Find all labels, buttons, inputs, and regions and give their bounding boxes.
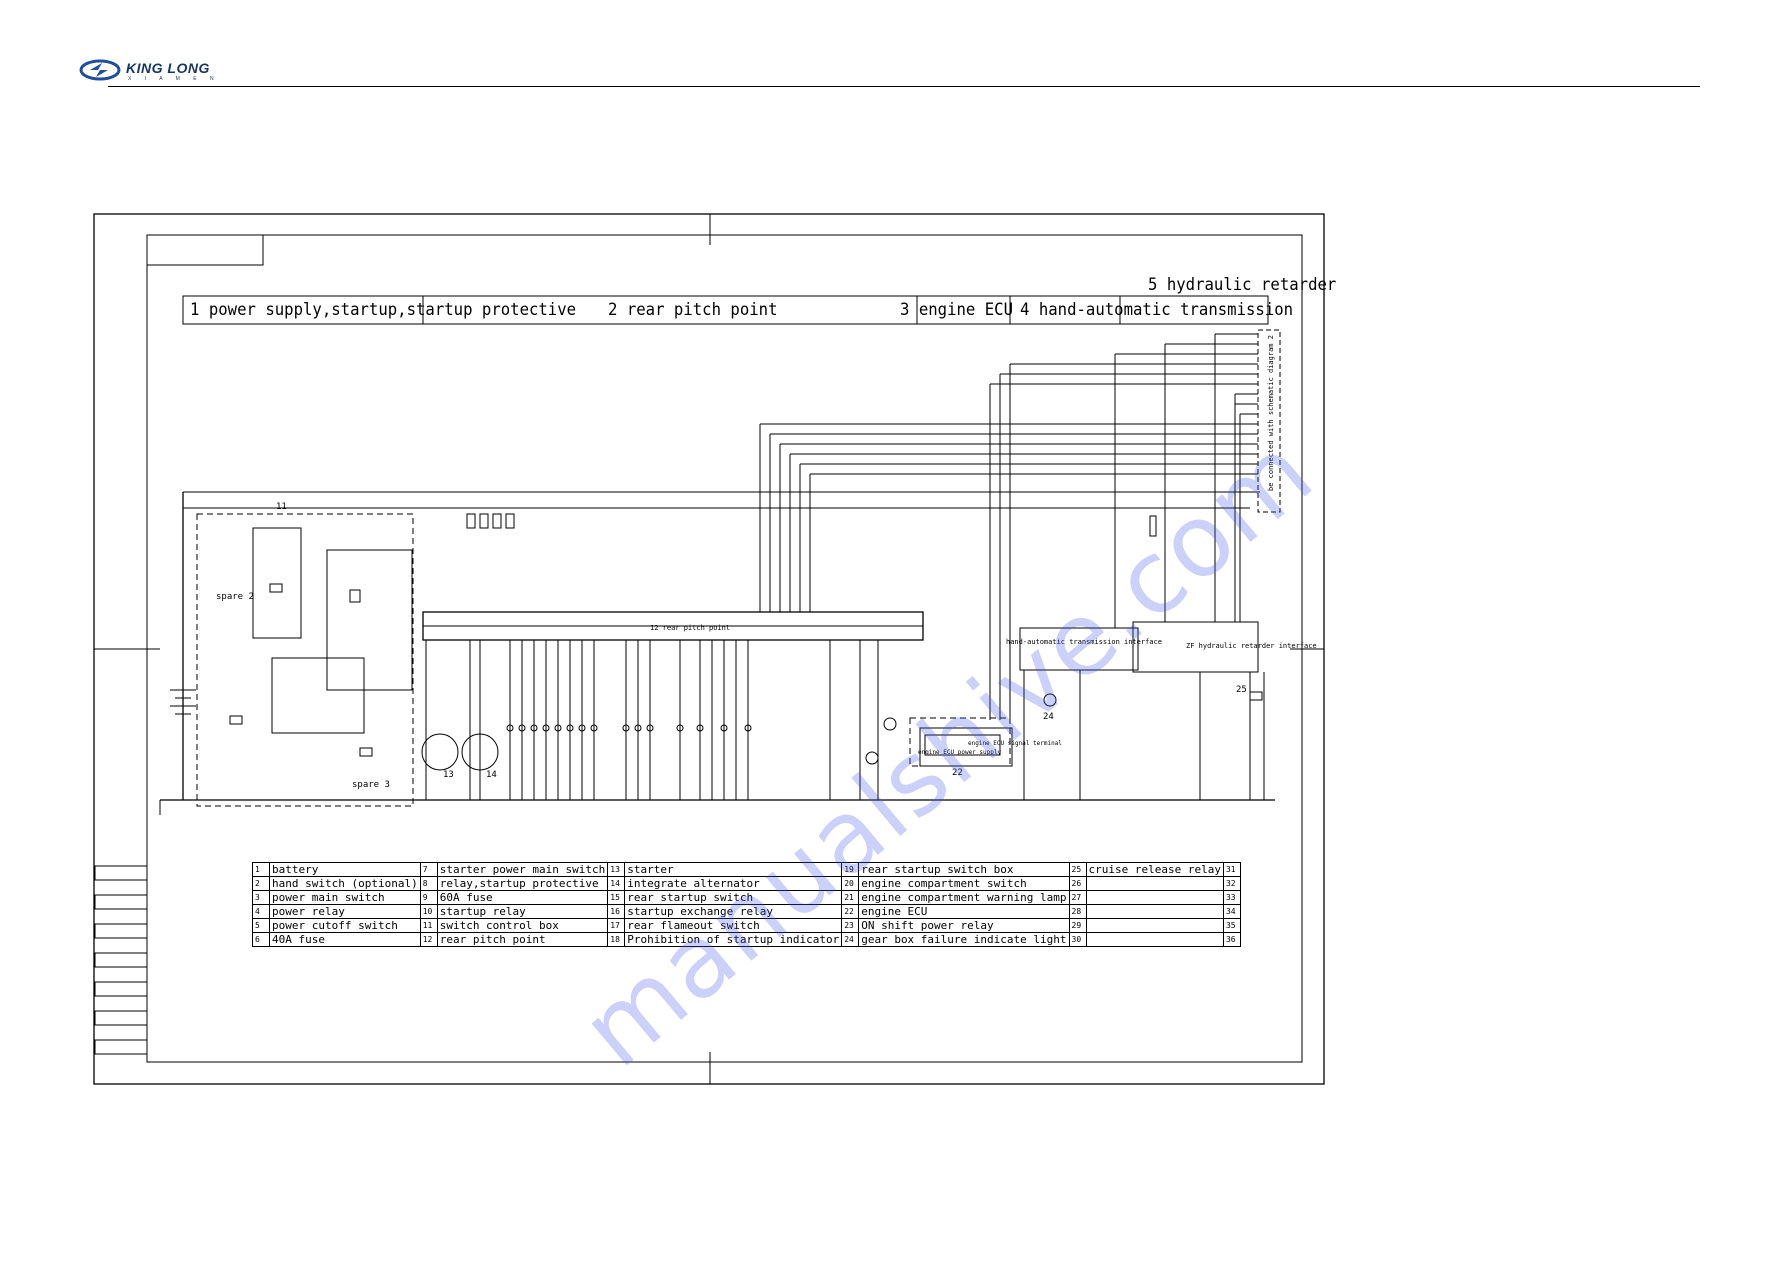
- legend-number: 35: [1222, 918, 1241, 933]
- header-rule: [108, 86, 1700, 87]
- legend-label: engine compartment warning lamp: [858, 890, 1070, 905]
- label-comp-25: 25: [1236, 685, 1247, 695]
- legend-number: 4: [252, 904, 270, 919]
- section-label-engine-ecu: 3 engine ECU: [900, 300, 1014, 320]
- legend-number: 10: [419, 904, 438, 919]
- label-comp-13: 13: [443, 770, 454, 780]
- legend-label: engine compartment switch: [858, 876, 1070, 891]
- legend-label: starter power main switch: [436, 862, 609, 877]
- section-label-power: 1 power supply,startup,startup protectiv…: [190, 300, 577, 320]
- legend-label: [1085, 932, 1224, 947]
- legend-number: 3: [252, 890, 270, 905]
- legend-number: 36: [1222, 932, 1241, 947]
- legend-number: 12: [419, 932, 438, 947]
- label-spare-2: spare 2: [216, 592, 254, 602]
- legend-number: 13: [607, 862, 626, 877]
- legend-label: power relay: [269, 904, 421, 919]
- section-label-retarder: 5 hydraulic retarder: [1148, 275, 1337, 295]
- legend-label: gear box failure indicate light: [858, 932, 1070, 947]
- legend-label: rear flameout switch: [624, 918, 843, 933]
- label-comp-22: 22: [952, 768, 963, 778]
- king-long-logo: KING LONG X I A M E N: [78, 56, 238, 84]
- section-label-transmission: 4 hand-automatic transmission: [1020, 300, 1294, 320]
- legend-label: Prohibition of startup indicator: [624, 932, 843, 947]
- legend-number: 16: [607, 904, 626, 919]
- label-ecu-supply: engine ECU power supply: [918, 749, 1002, 756]
- legend-number: 32: [1222, 876, 1241, 891]
- legend-number: 1: [252, 862, 270, 877]
- legend-label: 60A fuse: [436, 890, 609, 905]
- legend-number: 27: [1068, 890, 1087, 905]
- legend-number: 24: [841, 932, 860, 947]
- label-comp-14: 14: [486, 770, 497, 780]
- legend-label: [1085, 876, 1224, 891]
- legend-label: cruise release relay: [1085, 862, 1224, 877]
- legend-label: power main switch: [269, 890, 421, 905]
- legend-number: 8: [419, 876, 438, 891]
- legend-number: 15: [607, 890, 626, 905]
- legend-label: rear pitch point: [436, 932, 609, 947]
- legend-number: 31: [1222, 862, 1241, 877]
- legend-number: 7: [419, 862, 438, 877]
- section-label-rear-pitch: 2 rear pitch point: [608, 300, 778, 320]
- legend-label: hand switch (optional): [269, 876, 421, 891]
- legend-number: 29: [1068, 918, 1087, 933]
- label-comp-11: 11: [276, 502, 287, 512]
- legend-number: 6: [252, 932, 270, 947]
- label-spare-3: spare 3: [352, 780, 390, 790]
- legend-number: 33: [1222, 890, 1241, 905]
- legend-number: 28: [1068, 904, 1087, 919]
- legend-number: 30: [1068, 932, 1087, 947]
- legend-number: 9: [419, 890, 438, 905]
- legend-number: 11: [419, 918, 438, 933]
- label-rear-pitch-point: 12 rear pitch point: [650, 624, 731, 632]
- legend-label: power cutoff switch: [269, 918, 421, 933]
- label-hydraulic-interface: ZF hydraulic retarder interface: [1186, 642, 1317, 650]
- label-comp-24: 24: [1043, 712, 1054, 722]
- king-long-emblem-icon: [79, 59, 121, 81]
- legend-label: relay,startup protective: [436, 876, 609, 891]
- legend-label: ON shift power relay: [858, 918, 1070, 933]
- label-hand-auto-interface: hand-automatic transmission interface: [1006, 638, 1162, 646]
- label-ecu-signal: engine ECU signal terminal: [968, 740, 1062, 747]
- legend-label: rear startup switch box: [858, 862, 1070, 877]
- legend-label: engine ECU: [858, 904, 1070, 919]
- legend-label: startup relay: [436, 904, 609, 919]
- legend-label: 40A fuse: [269, 932, 421, 947]
- legend-label: startup exchange relay: [624, 904, 843, 919]
- legend-number: 25: [1068, 862, 1087, 877]
- legend-number: 2: [252, 876, 270, 891]
- legend-number: 26: [1068, 876, 1087, 891]
- legend-number: 23: [841, 918, 860, 933]
- legend-label: [1085, 890, 1224, 905]
- legend-label: switch control box: [436, 918, 609, 933]
- legend-number: 18: [607, 932, 626, 947]
- legend-number: 14: [607, 876, 626, 891]
- logo-subtext: X I A M E N: [128, 76, 220, 82]
- logo-text: KING LONG: [126, 60, 210, 76]
- legend-number: 5: [252, 918, 270, 933]
- legend-number: 34: [1222, 904, 1241, 919]
- legend-number: 17: [607, 918, 626, 933]
- legend-label: [1085, 904, 1224, 919]
- legend-label: [1085, 918, 1224, 933]
- legend-label: battery: [269, 862, 421, 877]
